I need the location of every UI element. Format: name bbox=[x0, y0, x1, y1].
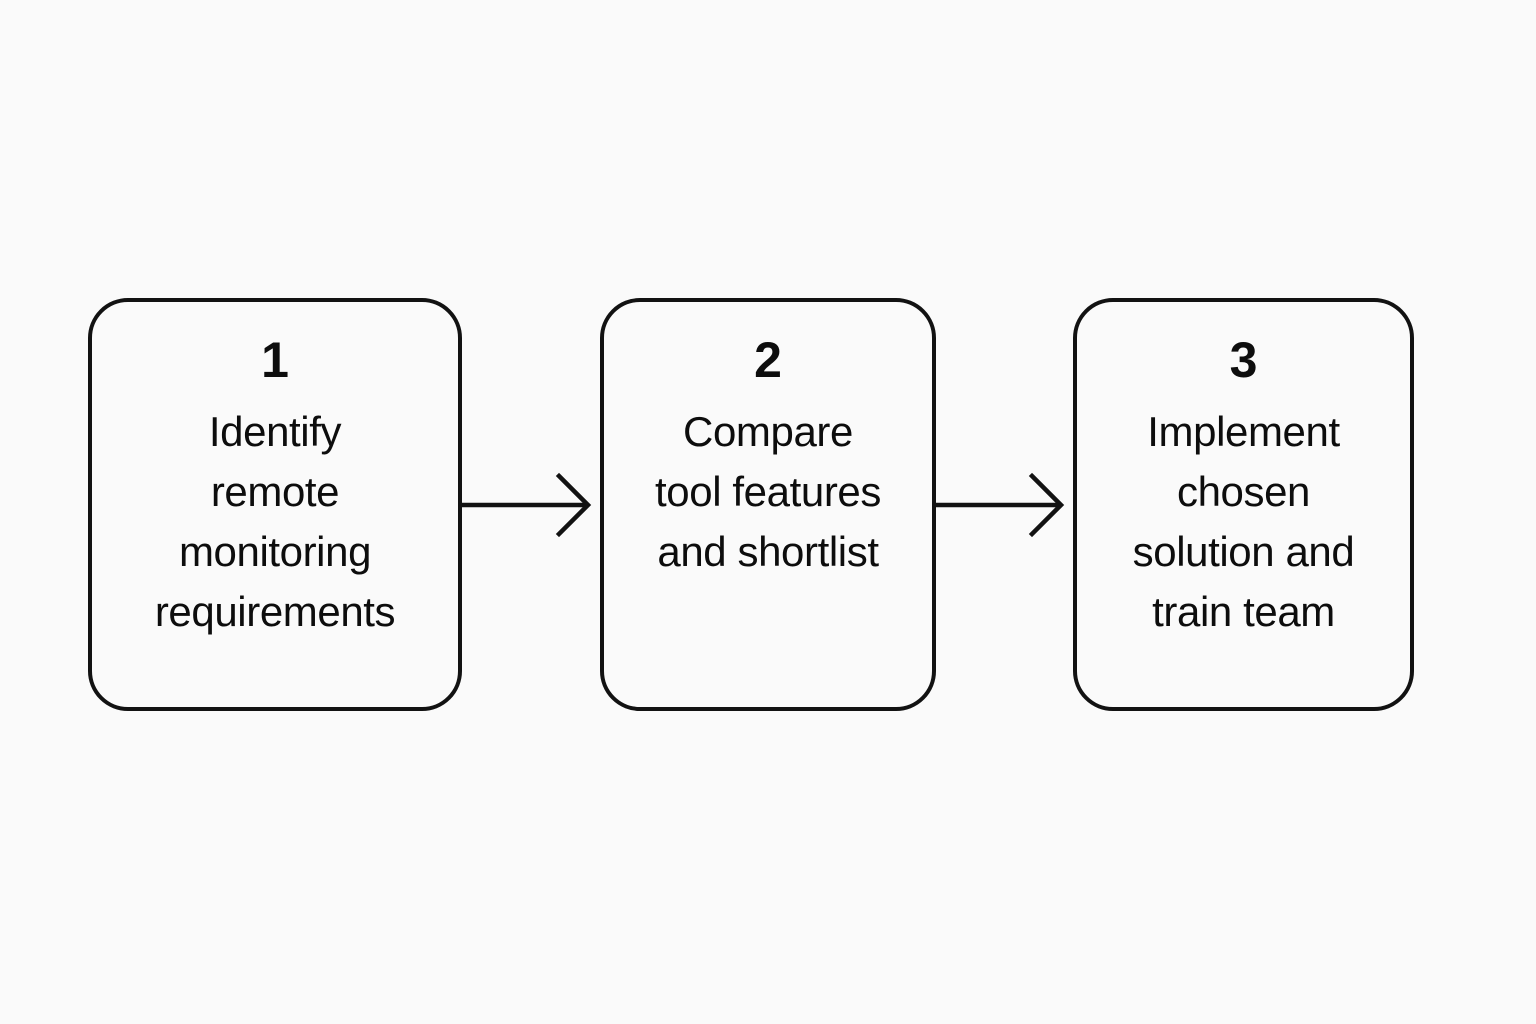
step-number-2: 2 bbox=[754, 332, 782, 388]
process-step-box-3[interactable]: 3 Implement chosen solution and train te… bbox=[1073, 298, 1414, 711]
process-flow-row: 1 Identify remote monitoring requirement… bbox=[0, 298, 1536, 712]
arrow-right-icon bbox=[462, 472, 592, 538]
process-step-box-2[interactable]: 2 Compare tool features and shortlist bbox=[600, 298, 936, 711]
step-label-3: Implement chosen solution and train team bbox=[1132, 408, 1355, 635]
connector-step2-to-step3 bbox=[936, 298, 1073, 712]
process-step-box-1[interactable]: 1 Identify remote monitoring requirement… bbox=[88, 298, 462, 711]
step-number-1: 1 bbox=[261, 332, 289, 388]
step-number-3: 3 bbox=[1229, 332, 1258, 388]
connector-step1-to-step2 bbox=[462, 298, 600, 712]
step-label-2: Compare tool features and shortlist bbox=[655, 408, 881, 575]
arrow-right-icon bbox=[936, 472, 1065, 538]
step-label-1: Identify remote monitoring requirements bbox=[154, 408, 396, 635]
